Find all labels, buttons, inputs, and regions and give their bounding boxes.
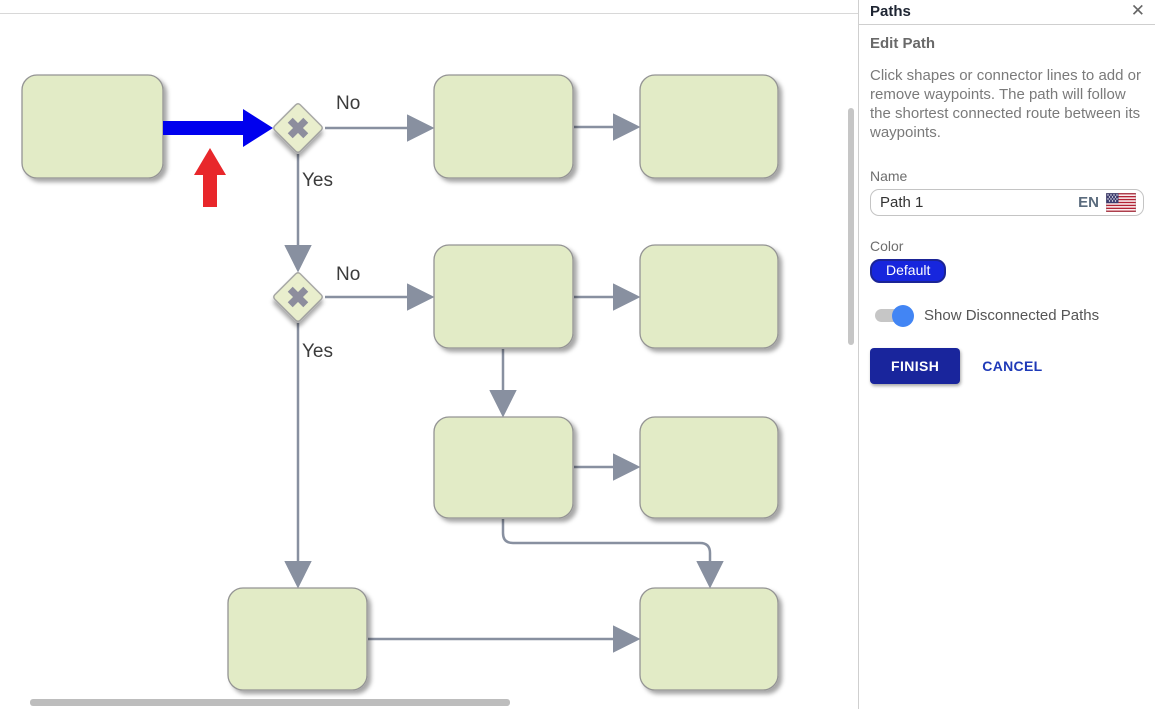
connector-elbow-line[interactable] [501, 519, 724, 589]
flow-node[interactable] [639, 74, 779, 179]
flow-node[interactable] [639, 587, 779, 691]
flow-node[interactable] [433, 74, 574, 179]
flowchart-canvas[interactable]: No Yes No Yes [0, 0, 858, 709]
us-flag-icon [1106, 193, 1136, 212]
show-disconnected-paths-toggle[interactable] [875, 304, 914, 327]
name-field-container: EN [870, 189, 1144, 216]
flow-node[interactable] [433, 416, 574, 519]
cancel-button[interactable]: CANCEL [982, 358, 1043, 374]
decision-gateway[interactable] [273, 272, 324, 323]
flow-node[interactable] [639, 244, 779, 349]
branch-label-no: No [336, 264, 360, 285]
branch-label-yes: Yes [302, 341, 333, 362]
flow-node[interactable] [433, 244, 574, 349]
panel-header: Paths ✕ [859, 0, 1155, 25]
path-description: Click shapes or connector lines to add o… [870, 67, 1141, 141]
toggle-knob[interactable] [892, 304, 914, 327]
toggle-label: Show Disconnected Paths [924, 307, 1100, 324]
selected-path-arrow[interactable] [163, 109, 273, 147]
panel-body: Edit Path Click shapes or connector line… [859, 25, 1155, 384]
language-code: EN [1078, 194, 1099, 211]
color-default-button[interactable]: Default [870, 259, 947, 283]
vertical-scrollbar[interactable] [848, 108, 854, 345]
flow-node[interactable] [639, 416, 779, 519]
horizontal-scrollbar[interactable] [30, 699, 510, 706]
branch-label-yes: Yes [302, 170, 333, 191]
color-label: Color [870, 238, 904, 254]
name-input[interactable] [880, 194, 1079, 211]
panel-title: Paths [870, 3, 911, 20]
finish-button[interactable]: FINISH [870, 348, 961, 384]
flow-node[interactable] [21, 74, 164, 179]
flowchart-svg: No Yes No Yes [21, 74, 779, 691]
decision-gateway[interactable] [273, 103, 324, 154]
gateway-x-icon [287, 117, 309, 139]
pointer-arrow-icon [194, 148, 226, 207]
branch-label-no: No [336, 93, 360, 114]
name-label: Name [870, 168, 908, 184]
button-row: FINISH CANCEL [870, 348, 1144, 384]
edit-path-title: Edit Path [870, 35, 936, 52]
toggle-row: Show Disconnected Paths [870, 304, 1144, 327]
gateway-x-icon [287, 286, 309, 308]
paths-panel: Paths ✕ Edit Path Click shapes or connec… [858, 0, 1155, 709]
canvas-top-border [0, 13, 858, 14]
close-icon[interactable]: ✕ [1130, 1, 1145, 20]
flow-node[interactable] [227, 587, 368, 691]
